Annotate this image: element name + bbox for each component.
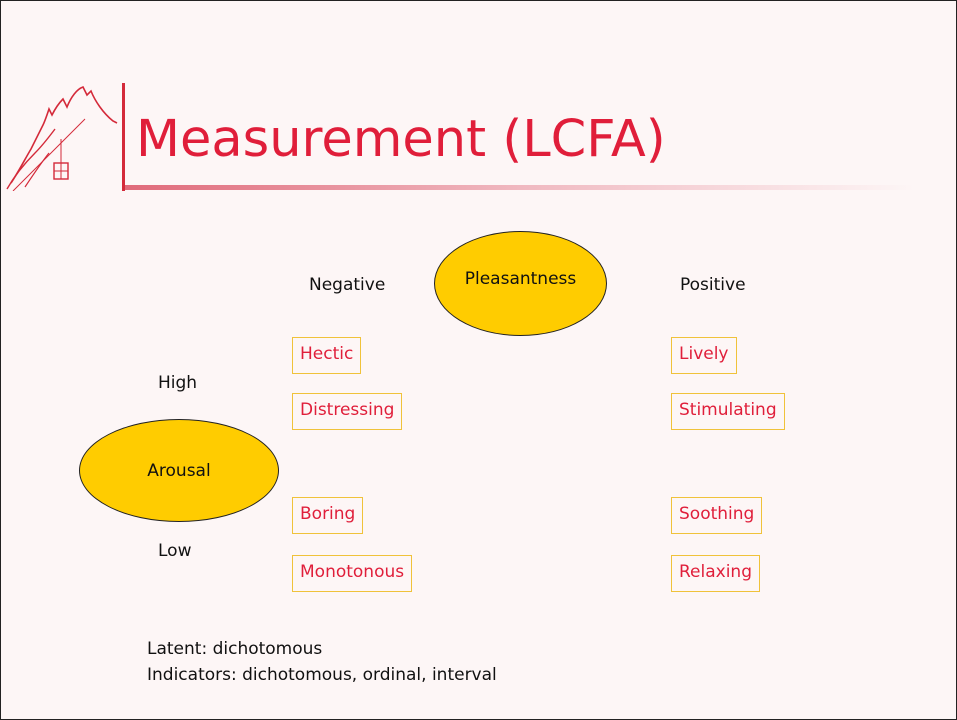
- indicator-box-soothing: Soothing: [671, 497, 763, 534]
- title-accent-bar: [122, 83, 125, 191]
- negative-label: Negative: [309, 275, 386, 295]
- indicator-box-distressing: Distressing: [292, 393, 403, 430]
- low-label: Low: [158, 541, 192, 561]
- arousal-label: Arousal: [147, 460, 211, 481]
- indicator-box-stimulating: Stimulating: [671, 393, 785, 430]
- mountain-cable-car-icon: [6, 86, 118, 191]
- notes: Latent: dichotomous Indicators: dichotom…: [147, 636, 497, 688]
- slide-title: Measurement (LCFA): [136, 110, 666, 169]
- indicator-box-lively: Lively: [671, 337, 737, 374]
- pleasantness-ellipse: Pleasantness: [434, 231, 607, 336]
- indicator-box-boring: Boring: [292, 497, 364, 534]
- arousal-ellipse: Arousal: [79, 419, 279, 522]
- high-label: High: [158, 373, 198, 393]
- note-latent: Latent: dichotomous: [147, 639, 323, 659]
- note-indicators: Indicators: dichotomous, ordinal, interv…: [147, 665, 497, 685]
- indicator-box-hectic: Hectic: [292, 337, 362, 374]
- pleasantness-label: Pleasantness: [464, 268, 577, 289]
- positive-label: Positive: [680, 275, 746, 295]
- title-underline: [125, 185, 915, 190]
- indicator-box-relaxing: Relaxing: [671, 555, 760, 592]
- indicator-box-monotonous: Monotonous: [292, 555, 413, 592]
